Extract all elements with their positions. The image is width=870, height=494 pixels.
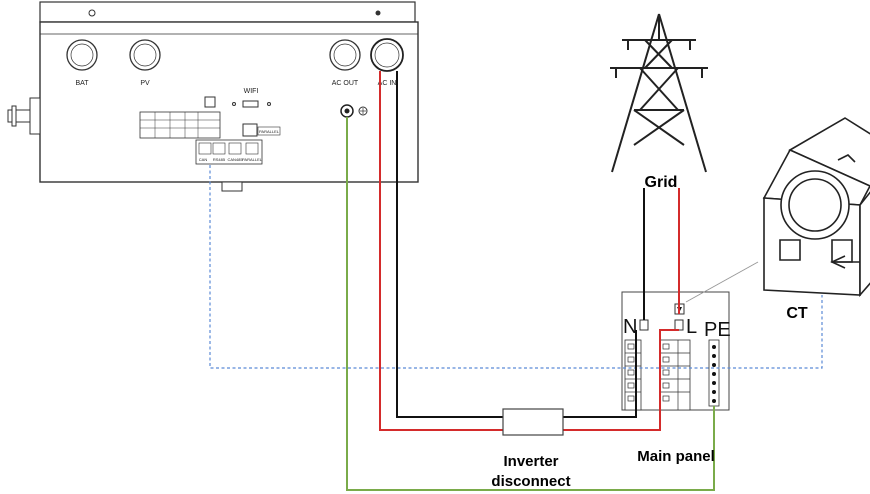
ac-in-port: AC IN [370,38,404,87]
grid-label: Grid [645,174,678,191]
terminal-block [139,111,221,139]
ground-terminal [340,104,368,118]
pv-label: PV [140,80,150,87]
parallel-label: PARALLEL [259,129,280,134]
panel-earth-label: PE [704,319,731,341]
grid-tower-icon [610,13,708,173]
ac-out-label: AC OUT [332,80,359,87]
panel-line-label: L [686,316,697,338]
inverter-disconnect-label-2: disconnect [491,473,570,490]
main-panel: N L PE [621,291,731,411]
panel-neutral-label: N [623,316,637,338]
earth-wire [346,117,715,491]
comm-label-can485: CAN485 [227,157,243,162]
ct-pointer-line [685,261,759,303]
ac-in-label: AC IN [378,80,397,87]
comm-label-can: CAN [199,157,208,162]
inverter-unit: BAT PV AC OUT AC IN WIFI [7,1,419,192]
comm-ports: CAN RS485 CAN485 PARALLEL [195,139,263,165]
ct-signal-wire [209,165,823,369]
line-wire [379,71,680,431]
ct-label: CT [786,305,808,322]
comm-label-parallel: PARALLEL [242,157,263,162]
pv-port: PV [129,39,161,87]
bat-label: BAT [75,80,89,87]
bat-port: BAT [66,39,98,87]
ac-out-port: AC OUT [329,39,361,87]
ct-clamp-icon [762,117,870,298]
inverter-disconnect-box [502,408,564,436]
inverter-disconnect-label-1: Inverter [503,453,558,470]
main-panel-label: Main panel [637,448,715,465]
comm-label-rs485: RS485 [213,157,226,162]
neutral-wire [396,71,645,418]
wifi-label: WIFI [244,88,259,95]
